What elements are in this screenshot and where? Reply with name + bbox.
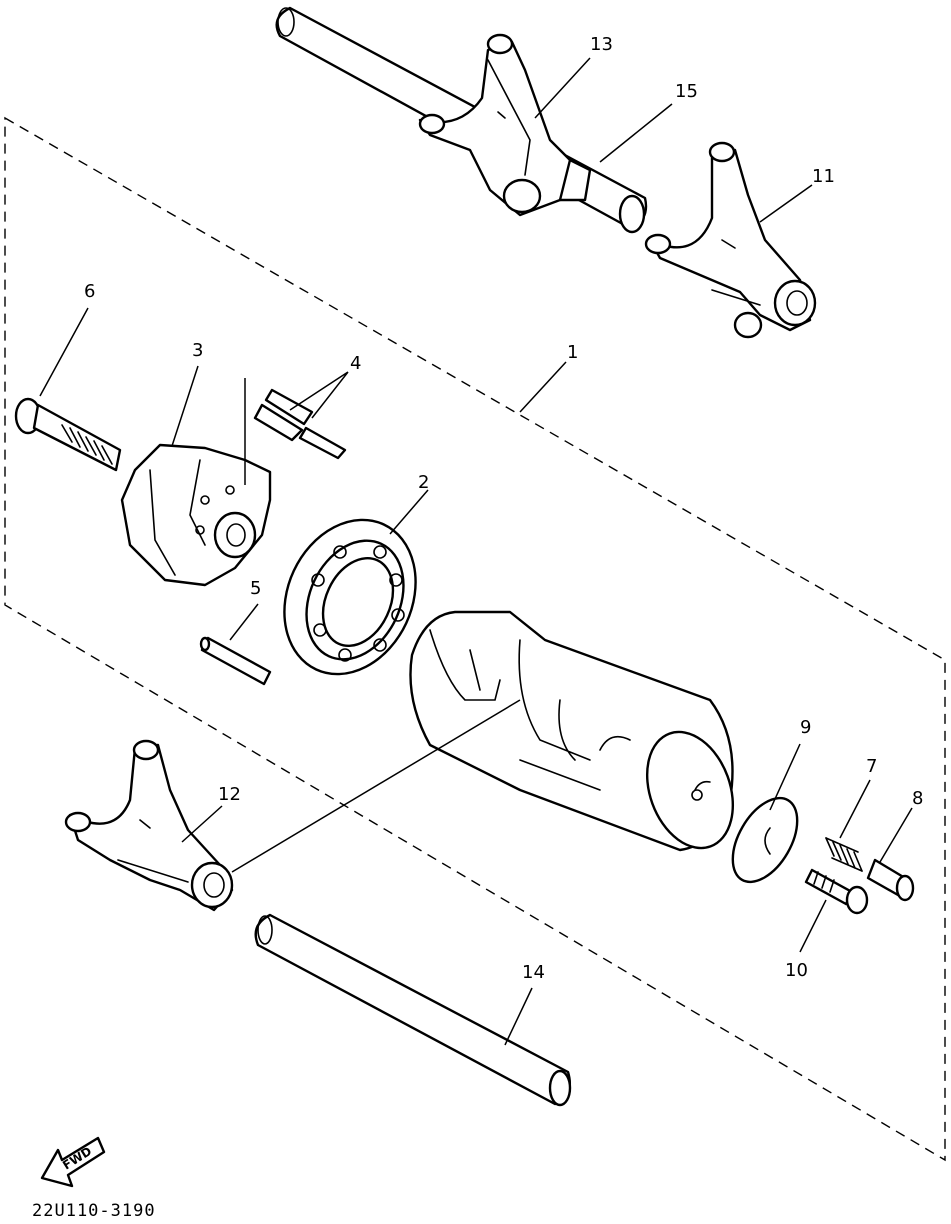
shift-drum xyxy=(409,610,735,852)
part-9-plate xyxy=(731,796,799,884)
callout-6: 6 xyxy=(84,281,95,302)
part-12-shift-fork xyxy=(64,739,234,912)
part-4-dowel-pins xyxy=(253,388,347,460)
callout-4: 4 xyxy=(350,353,361,374)
part-8-plunger xyxy=(866,858,915,902)
assembly-boundary xyxy=(4,116,946,1162)
callout-3: 3 xyxy=(192,340,203,361)
part-7-spring xyxy=(825,837,863,872)
callout-9: 9 xyxy=(800,717,811,738)
callout-15: 15 xyxy=(675,81,698,102)
forward-arrow-icon: FWD xyxy=(40,1136,106,1188)
callout-12: 12 xyxy=(218,784,241,805)
part-14-guide-bar xyxy=(254,913,572,1107)
leader-lines xyxy=(39,57,913,1046)
part-6-screw xyxy=(14,397,122,472)
callout-13: 13 xyxy=(590,34,613,55)
callout-1: 1 xyxy=(567,342,578,363)
part-2-bearing xyxy=(283,518,417,676)
callout-10: 10 xyxy=(785,960,808,981)
part-11-shift-fork xyxy=(644,141,817,339)
callout-2: 2 xyxy=(418,472,429,493)
callout-7: 7 xyxy=(866,756,877,777)
callout-5: 5 xyxy=(250,578,261,599)
part-3-segment xyxy=(120,443,272,587)
callout-11: 11 xyxy=(812,166,835,187)
part-10-screw xyxy=(804,868,869,915)
callout-8: 8 xyxy=(912,788,923,809)
callout-14: 14 xyxy=(522,962,545,983)
part-5-pin xyxy=(199,636,272,686)
diagram-part-code: 22U110-3190 xyxy=(32,1201,156,1221)
callout-labels: 1 2 3 4 5 6 7 8 9 10 11 12 13 14 15 xyxy=(84,34,923,983)
part-13-shift-fork xyxy=(418,33,592,217)
